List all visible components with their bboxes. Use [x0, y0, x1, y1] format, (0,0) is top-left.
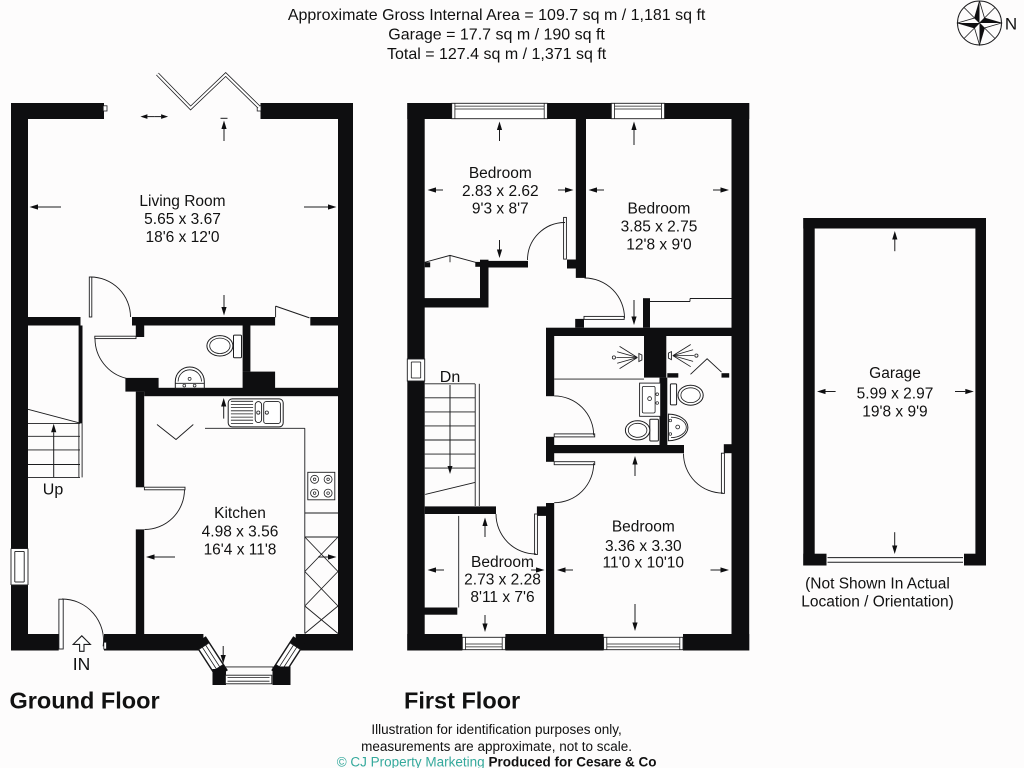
svg-text:N: N: [1005, 15, 1017, 34]
svg-text:2.73 x 2.28: 2.73 x 2.28: [464, 572, 541, 589]
svg-text:Ground Floor: Ground Floor: [10, 688, 160, 714]
svg-text:18'6 x 12'0: 18'6 x 12'0: [145, 229, 219, 246]
svg-text:IN: IN: [73, 654, 91, 674]
svg-text:Bedroom: Bedroom: [469, 165, 532, 182]
svg-text:measurements are approximate,: measurements are approximate, not to sca…: [361, 739, 632, 754]
svg-text:Bedroom: Bedroom: [612, 519, 675, 536]
svg-text:Bedroom: Bedroom: [471, 554, 534, 571]
svg-text:19'8 x 9'9: 19'8 x 9'9: [862, 404, 927, 421]
svg-text:16'4 x 11'8: 16'4 x 11'8: [204, 542, 277, 559]
svg-text:Living Room: Living Room: [139, 193, 225, 210]
svg-text:Dn: Dn: [440, 369, 460, 386]
svg-text:Total = 127.4 sq m / 1,371 sq: Total = 127.4 sq m / 1,371 sq ft: [387, 46, 607, 63]
svg-text:2.83 x 2.62: 2.83 x 2.62: [462, 183, 539, 200]
svg-text:Illustration for identificatio: Illustration for identification purposes…: [371, 722, 621, 737]
svg-text:3.36 x 3.30: 3.36 x 3.30: [605, 538, 682, 555]
svg-text:Garage = 17.7 sq m / 190 sq ft: Garage = 17.7 sq m / 190 sq ft: [388, 27, 605, 44]
svg-text:Location / Orientation): Location / Orientation): [801, 593, 954, 610]
svg-text:Bedroom: Bedroom: [628, 201, 691, 218]
svg-text:12'8 x 9'0: 12'8 x 9'0: [626, 237, 692, 254]
svg-text:Garage: Garage: [869, 365, 921, 382]
svg-text:Up: Up: [43, 482, 64, 499]
svg-text:9'3 x 8'7: 9'3 x 8'7: [472, 201, 529, 218]
svg-text:© CJ Property Marketing Produ: © CJ Property Marketing Produced for Ces…: [337, 755, 657, 768]
svg-text:First Floor: First Floor: [404, 688, 520, 714]
svg-text:Approximate Gross Internal Are: Approximate Gross Internal Area = 109.7 …: [288, 7, 706, 24]
svg-text:8'11 x 7'6: 8'11 x 7'6: [470, 589, 534, 606]
svg-text:Kitchen: Kitchen: [214, 505, 266, 522]
svg-text:5.65 x 3.67: 5.65 x 3.67: [144, 211, 221, 228]
svg-text:11'0 x 10'10: 11'0 x 10'10: [603, 555, 685, 572]
svg-text:5.99 x 2.97: 5.99 x 2.97: [857, 386, 934, 403]
svg-text:4.98 x 3.56: 4.98 x 3.56: [202, 524, 279, 541]
svg-text:3.85 x 2.75: 3.85 x 2.75: [621, 219, 698, 236]
svg-text:(Not Shown In Actual: (Not Shown In Actual: [805, 576, 950, 593]
